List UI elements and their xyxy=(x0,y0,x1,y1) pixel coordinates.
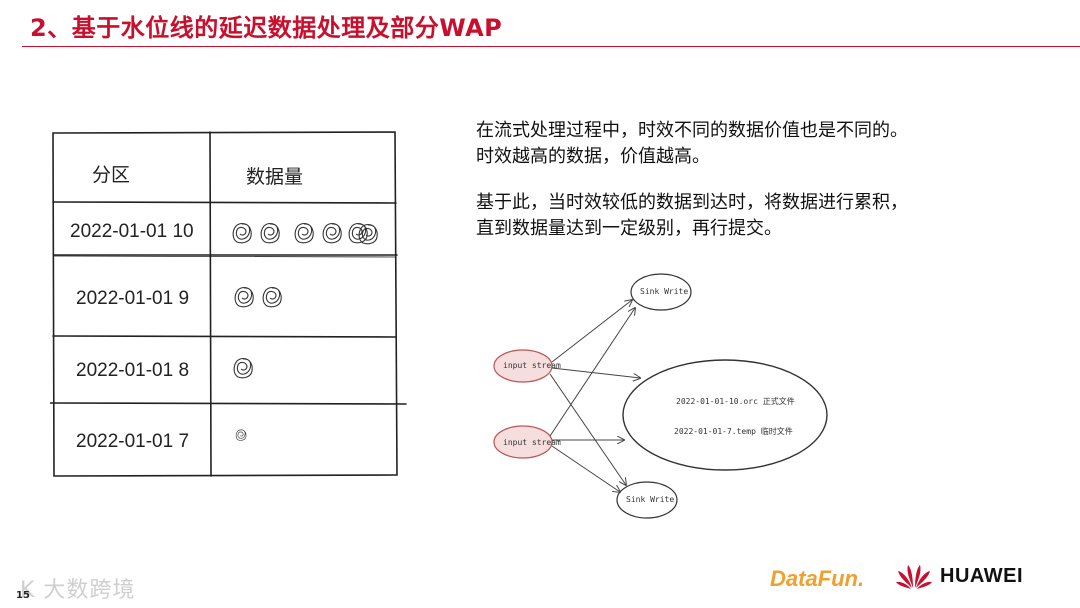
title-divider xyxy=(22,46,1080,47)
page-number: 15 xyxy=(16,590,30,601)
input-label: input stream xyxy=(503,438,561,447)
sink-label: Sink Write xyxy=(626,495,674,504)
huawei-logo: HUAWEI xyxy=(896,562,1023,590)
datafun-logo: DataFun. xyxy=(770,566,864,592)
desc-line: 直到数据量达到一定级别，再行提交。 xyxy=(476,216,976,242)
description: 在流式处理过程中，时效不同的数据价值也是不同的。 时效越高的数据，价值越高。 基… xyxy=(476,118,976,242)
file-formal-label: 2022-01-01-10.orc 正式文件 xyxy=(676,396,795,407)
flow-diagram: input stream input stream Sink Write Sin… xyxy=(490,270,840,520)
sink-label: Sink Write xyxy=(640,287,688,296)
desc-line: 基于此，当时效较低的数据到达时，将数据进行累积， xyxy=(476,190,976,216)
input-label: input stream xyxy=(503,361,561,370)
diagram-canvas xyxy=(490,270,840,520)
row-partition: 2022-01-01 10 xyxy=(70,221,194,243)
row-partition: 2022-01-01 7 xyxy=(76,431,189,453)
row-partition: 2022-01-01 9 xyxy=(76,288,189,310)
row-partition: 2022-01-01 8 xyxy=(76,360,189,382)
slide-title: 2、基于水位线的延迟数据处理及部分WAP xyxy=(30,8,502,43)
desc-line: 时效越高的数据，价值越高。 xyxy=(476,144,976,170)
desc-line: 在流式处理过程中，时效不同的数据价值也是不同的。 xyxy=(476,118,976,144)
huawei-wordmark: HUAWEI xyxy=(940,565,1023,588)
header-volume: 数据量 xyxy=(246,162,303,189)
watermark: K 大数跨境 xyxy=(20,572,135,604)
file-node xyxy=(623,360,827,470)
file-temp-label: 2022-01-01-7.temp 临时文件 xyxy=(674,426,793,437)
header-partition: 分区 xyxy=(92,160,130,187)
huawei-flower-icon xyxy=(896,562,932,590)
partition-table: 分区 数据量 2022-01-01 10 2022-01-01 9 2022-0… xyxy=(50,130,410,480)
